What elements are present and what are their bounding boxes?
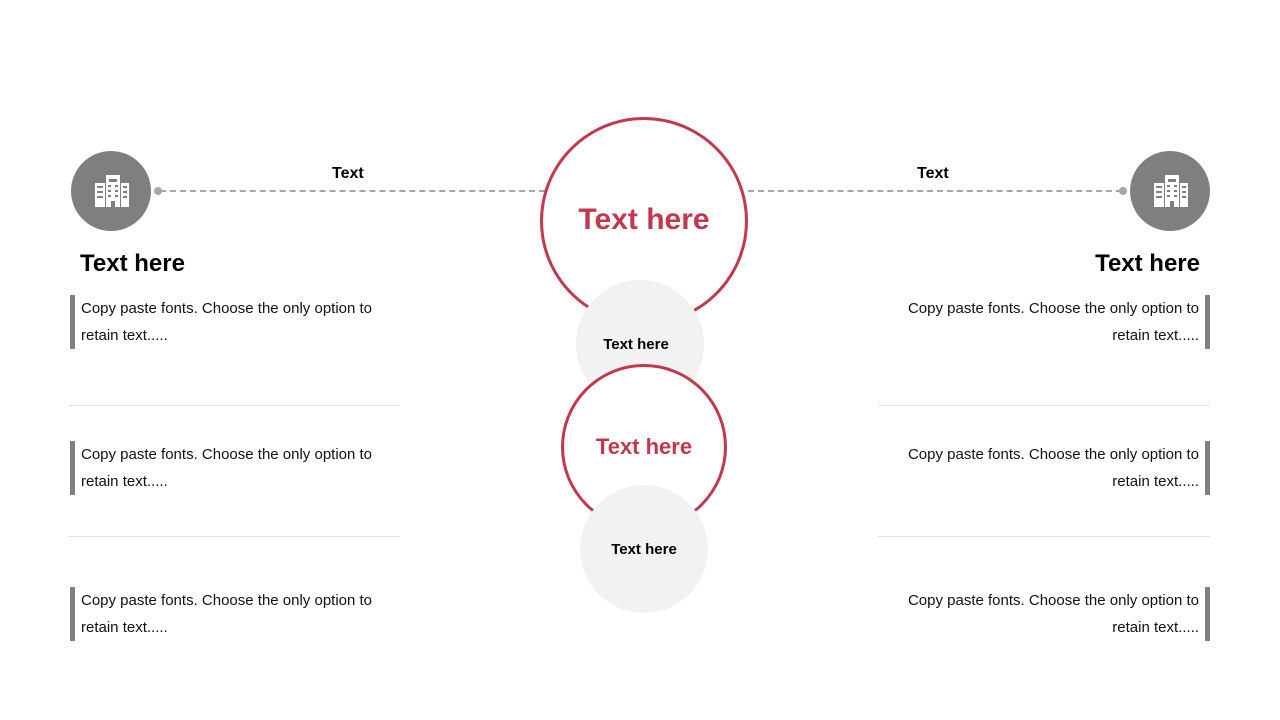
left-title: Text here	[80, 250, 185, 277]
left-item-3: Copy paste fonts. Choose the only option…	[70, 587, 381, 641]
top-ring-label: Text here	[578, 203, 710, 236]
left-building-icon	[71, 151, 151, 231]
left-connector-dot	[154, 187, 162, 195]
right-item-3: Copy paste fonts. Choose the only option…	[899, 587, 1210, 641]
building-icon	[95, 175, 129, 207]
right-title: Text here	[1095, 250, 1200, 277]
right-item-2: Copy paste fonts. Choose the only option…	[899, 441, 1210, 495]
bottom-ring-label: Text here	[595, 434, 693, 459]
bottom-disc: Text here	[580, 485, 708, 613]
top-disc-label: Text here	[603, 335, 669, 353]
right-connector-dot	[1119, 187, 1127, 195]
left-item-2: Copy paste fonts. Choose the only option…	[70, 441, 381, 495]
left-connector-line	[160, 190, 545, 192]
right-divider-2	[878, 536, 1210, 537]
left-item-1: Copy paste fonts. Choose the only option…	[70, 295, 381, 349]
right-building-icon	[1130, 151, 1210, 231]
right-connector-label: Text	[917, 165, 949, 182]
left-divider-1	[68, 405, 400, 406]
right-divider-1	[878, 405, 1210, 406]
right-item-1: Copy paste fonts. Choose the only option…	[899, 295, 1210, 349]
bottom-disc-label: Text here	[611, 540, 677, 558]
left-divider-2	[68, 536, 400, 537]
building-icon	[1154, 175, 1188, 207]
right-connector-line	[748, 190, 1122, 192]
left-connector-label: Text	[332, 165, 364, 182]
